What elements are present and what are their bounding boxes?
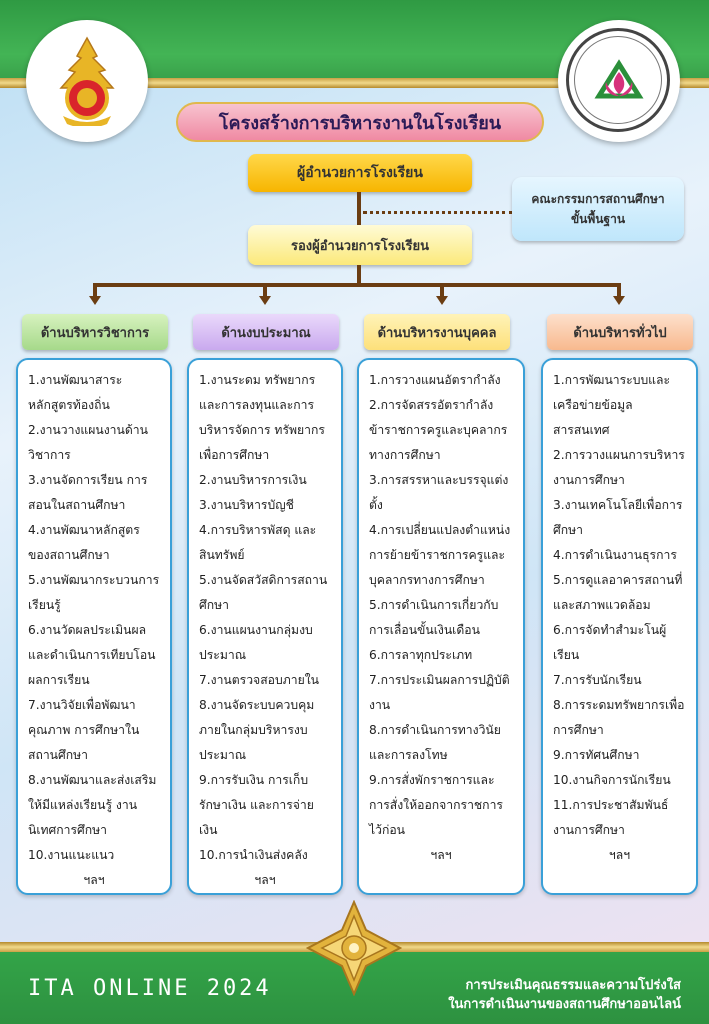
deputy-box: รองผู้อำนวยการโรงเรียน	[248, 225, 472, 265]
dept-item: 6.การจัดทำสำมะโนผู้เรียน	[553, 623, 667, 662]
dept-item: 9.การรับเงิน การเก็บรักษาเงิน และการจ่าย…	[199, 773, 314, 837]
dept-item: 5.งานพัฒนากระบวนการเรียนรู้	[28, 573, 160, 612]
dept-item: 8.การดำเนินการทางวินัยและการลงโทษ	[369, 723, 501, 762]
dept-academic-header: ด้านบริหารวิชาการ	[22, 314, 168, 350]
dept-item: 3.งานจัดการเรียน การสอนในสถานศึกษา	[28, 473, 148, 512]
dept-item: 11.การประชาสัมพันธ์งานการศึกษา	[553, 798, 669, 837]
connector-drop	[617, 283, 621, 297]
school-logo	[558, 20, 680, 142]
connector-drop	[93, 283, 97, 297]
obec-seal-logo	[26, 20, 148, 142]
dept-item: 10.การนำเงินส่งคลัง	[199, 848, 308, 862]
arrow-down-icon	[89, 296, 101, 305]
dept-item: 1.งานพัฒนาสาระหลักสูตรท้องถิ่น	[28, 373, 123, 412]
dept-item: 6.งานแผนงานกลุ่มงบประมาณ	[199, 623, 313, 662]
dept-item: 4.งานพัฒนาหลักสูตรของสถานศึกษา	[28, 523, 140, 562]
horizontal-connector	[93, 283, 621, 287]
thai-ornament-icon	[306, 900, 402, 996]
school-logo-inner-ring	[574, 36, 662, 124]
school-logo-ring	[566, 28, 670, 132]
committee-line2: ขั้นพื้นฐาน	[570, 212, 626, 226]
dept-item: 3.งานเทคโนโลยีเพื่อการศึกษา	[553, 498, 683, 537]
connector-line	[357, 265, 361, 285]
dept-general-card: 1.การพัฒนาระบบและเครือข่ายข้อมูลสารสนเทศ…	[541, 358, 698, 895]
dept-item: 4.การบริหารพัสดุ และสินทรัพย์	[199, 523, 317, 562]
dept-academic-card: 1.งานพัฒนาสาระหลักสูตรท้องถิ่น 2.งานวางแผ…	[16, 358, 172, 895]
director-box: ผู้อำนวยการโรงเรียน	[248, 154, 472, 192]
dept-item: 2.งานบริหารการเงิน	[199, 473, 307, 487]
seal-icon	[59, 36, 115, 126]
dept-budget-card: 1.งานระดม ทรัพยากรและการลงทุนและการบริหา…	[187, 358, 343, 895]
dept-item: 5.การดูแลอาคารสถานที่และสภาพแวดล้อม	[553, 573, 683, 612]
dept-item: 8.งานพัฒนาและส่งเสริมให้มีแหล่งเรียนรู้ …	[28, 773, 157, 837]
dept-item: 1.งานระดม ทรัพยากรและการลงทุนและการบริหา…	[199, 373, 325, 462]
dept-personnel-card: 1.การวางแผนอัตรากำลัง 2.การจัดสรรอัตรากำล…	[357, 358, 525, 895]
dept-item: 6.การลาทุกประเภท	[369, 648, 473, 662]
dept-item: 9.การสั่งพักราชการและการสั่งให้ออกจากราช…	[369, 773, 503, 837]
dept-item: 3.การสรรหาและบรรจุแต่งตั้ง	[369, 473, 509, 512]
dept-item: 2.การจัดสรรอัตรากำลังข้าราชการครูและบุคล…	[369, 398, 508, 462]
dept-item: 4.การดำเนินงานธุรการ	[553, 548, 677, 562]
arrow-down-icon	[613, 296, 625, 305]
dept-item: 2.งานวางแผนงานด้านวิชาการ	[28, 423, 148, 462]
committee-dotted-line	[363, 211, 513, 214]
committee-line1: คณะกรรมการสถานศึกษา	[531, 192, 665, 206]
dept-item: 6.งานวัดผลประเมินผล และดำเนินการเทียบโอน…	[28, 623, 156, 687]
dept-item: 7.งานตรวจสอบภายใน	[199, 673, 319, 687]
connector-drop	[263, 283, 267, 297]
committee-box: คณะกรรมการสถานศึกษา ขั้นพื้นฐาน	[512, 177, 684, 241]
dept-item: 10.งานกิจการนักเรียน	[553, 773, 671, 787]
footer-line1: การประเมินคุณธรรมและความโปร่งใส	[465, 978, 681, 993]
dept-item: 8.การระดมทรัพยากรเพื่อการศึกษา	[553, 698, 685, 737]
page-title: โครงสร้างการบริหารงานในโรงเรียน	[176, 102, 544, 142]
connector-line	[357, 192, 361, 225]
dept-item: 10.งานแนะแนว	[28, 848, 115, 862]
dept-item: 7.การประเมินผลการปฏิบัติงาน	[369, 673, 510, 712]
dept-item: 5.การดำเนินการเกี่ยวกับการเลื่อนขั้นเงิน…	[369, 598, 499, 637]
dept-item: 5.งานจัดสวัสดิการสถานศึกษา	[199, 573, 328, 612]
arrow-down-icon	[259, 296, 271, 305]
dept-item: 8.งานจัดระบบควบคุมภายในกลุ่มบริหารงบประม…	[199, 698, 315, 762]
connector-drop	[440, 283, 444, 297]
footer-line2: ในการดำเนินงานของสถานศึกษาออนไลน์	[448, 997, 681, 1012]
dept-item: 4.การเปลี่ยนแปลงตำแหน่งการย้ายข้าราชการค…	[369, 523, 511, 587]
dept-budget-header: ด้านงบประมาณ	[193, 314, 339, 350]
dept-general-header: ด้านบริหารทั่วไป	[547, 314, 693, 350]
dept-item: 3.งานบริหารบัญชี	[199, 498, 294, 512]
dept-personnel-header: ด้านบริหารงานบุคคล	[364, 314, 510, 350]
dept-item: 2.การวางแผนการบริหารงานการศึกษา	[553, 448, 685, 487]
dept-item: 9.การทัศนศึกษา	[553, 748, 640, 762]
arrow-down-icon	[436, 296, 448, 305]
dept-etc: ฯลฯ	[608, 848, 631, 862]
dept-item: 1.การวางแผนอัตรากำลัง	[369, 373, 501, 387]
dept-item: 7.การรับนักเรียน	[553, 673, 642, 687]
dept-etc: ฯลฯ	[430, 848, 452, 862]
dept-item: 7.งานวิจัยเพื่อพัฒนาคุณภาพ การศึกษาในสถา…	[28, 698, 140, 762]
ita-label: ITA ONLINE 2024	[28, 976, 272, 1001]
dept-etc: ฯลฯ	[83, 873, 105, 887]
lotus-icon	[594, 59, 644, 99]
dept-etc: ฯลฯ	[254, 873, 276, 887]
dept-item: 1.การพัฒนาระบบและเครือข่ายข้อมูลสารสนเทศ	[553, 373, 671, 437]
